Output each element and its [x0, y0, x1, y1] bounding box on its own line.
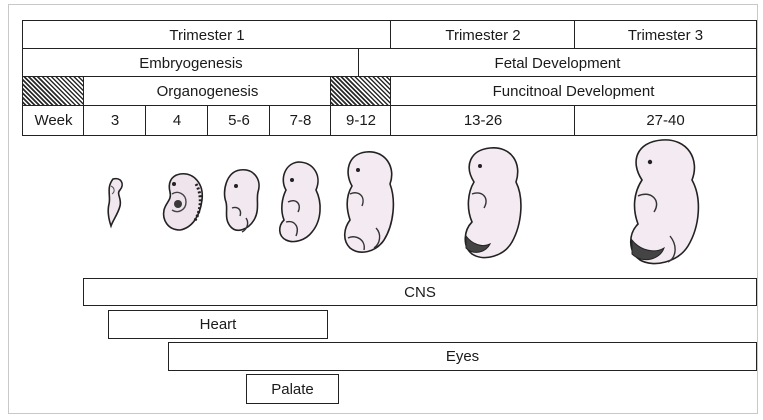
cns-bar: CNS — [83, 278, 757, 306]
embryo-week-3-illustration — [103, 176, 129, 230]
functional-development-cell: Funcitnoal Development — [390, 76, 757, 107]
week-7-8-cell: 7-8 — [269, 105, 332, 136]
week-label-cell: Week — [22, 105, 85, 136]
trimester-1-cell: Trimester 1 — [22, 20, 392, 50]
trimester-3-cell: Trimester 3 — [574, 20, 757, 50]
fetus-week-9-12-illustration — [336, 148, 398, 258]
organogenesis-cell: Organogenesis — [83, 76, 332, 107]
embryo-week-5-6-illustration — [216, 166, 266, 238]
week-13-26-cell: 13-26 — [390, 105, 576, 136]
week-3-cell: 3 — [83, 105, 147, 136]
trimester-2-cell: Trimester 2 — [390, 20, 576, 50]
embryogenesis-cell: Embryogenesis — [22, 48, 360, 78]
embryo-week-4-illustration — [158, 170, 208, 234]
week-5-6-cell: 5-6 — [207, 105, 271, 136]
fetus-week-13-26-illustration — [456, 144, 526, 264]
week-27-40-cell: 27-40 — [574, 105, 757, 136]
week-9-12-cell: 9-12 — [330, 105, 392, 136]
embryo-week-7-8-illustration — [270, 158, 326, 248]
fetus-week-27-40-illustration — [620, 136, 704, 270]
palate-bar: Palate — [246, 374, 339, 404]
heart-bar: Heart — [108, 310, 328, 339]
fetal-development-cell: Fetal Development — [358, 48, 757, 78]
eyes-bar: Eyes — [168, 342, 757, 371]
hatched-cell-left — [22, 76, 85, 107]
week-4-cell: 4 — [145, 105, 209, 136]
hatched-cell-middle — [330, 76, 392, 107]
